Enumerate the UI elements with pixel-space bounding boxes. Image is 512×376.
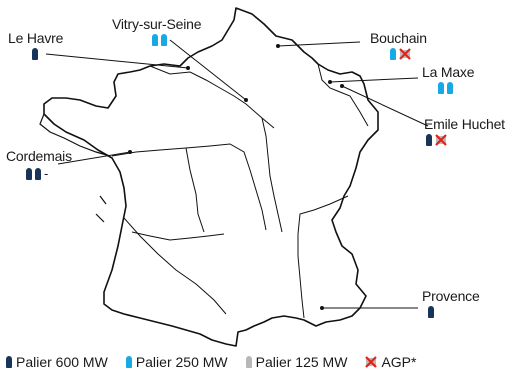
river-rhone [297,195,349,319]
site-label-provence: Provence [422,288,480,304]
site-label-la-maxe: La Maxe [422,64,475,80]
plant-dot-provence [320,306,324,310]
leader-cordemais [57,151,131,165]
leader-bouchain [277,41,361,47]
legend-label: Palier 600 MW [16,354,108,370]
site-label-emile-huchet: Emile Huchet [424,116,505,132]
leader-lines [45,39,429,309]
site-icons-cordemais: - [26,166,49,181]
palier-600-icon [26,168,32,180]
site-icons-la-maxe [438,82,453,94]
agp-icon [365,356,378,368]
palier-250-icon [390,48,396,60]
river-rhine-moselle [317,63,369,127]
legend-item-palier-125: Palier 125 MW [245,354,348,370]
palier-250-icon [125,356,132,368]
plant-dot-bouchain [276,44,280,48]
palier-125-icon [245,356,252,368]
river-dordogne [131,231,225,241]
palier-600-icon [426,134,432,146]
site-icons-le-havre [32,48,38,60]
france-outline [43,7,379,347]
palier-600-icon [428,306,434,318]
river-loire [111,143,267,231]
site-label-le-havre: Le Havre [8,30,64,46]
palier-600-icon [35,168,41,180]
palier-600-icon [6,356,12,368]
legend-item-palier-600: Palier 600 MW [6,354,108,370]
plant-dot-cordemais [128,150,132,154]
leader-la-maxe [329,77,419,83]
site-icons-emile-huchet [426,134,447,146]
agp-icon [399,48,411,60]
legend-item-palier-250: Palier 250 MW [125,354,228,370]
river-seine [149,65,275,129]
plant-dot-emile-huchet [340,84,344,88]
river-garonne [123,217,227,315]
legend-label: Palier 125 MW [255,354,348,370]
palier-250-icon [161,34,167,46]
site-label-vitry: Vitry-sur-Seine [112,16,202,32]
site-icons-vitry [152,34,167,46]
map-legend: Palier 600 MW Palier 250 MW Palier 125 M… [6,352,510,372]
legend-label: AGP* [381,354,417,370]
site-suffix: - [44,166,49,181]
plant-dot-vitry [244,98,248,102]
palier-600-icon [32,48,38,60]
palier-250-icon [152,34,158,46]
legend-item-agp: AGP* [365,354,416,370]
leader-le-havre [45,53,189,69]
leader-vitry [169,39,247,101]
palier-250-icon [438,82,444,94]
site-label-cordemais: Cordemais [6,148,72,164]
plant-dot-la-maxe [328,80,332,84]
plant-markers [128,44,344,310]
plant-dot-le-havre [186,66,190,70]
legend-label: Palier 250 MW [135,354,228,370]
leader-emile-huchet [341,85,429,127]
site-icons-provence [428,306,434,318]
site-label-bouchain: Bouchain [370,30,427,46]
palier-250-icon [447,82,453,94]
site-icons-bouchain [390,48,411,60]
agp-icon [435,134,447,146]
